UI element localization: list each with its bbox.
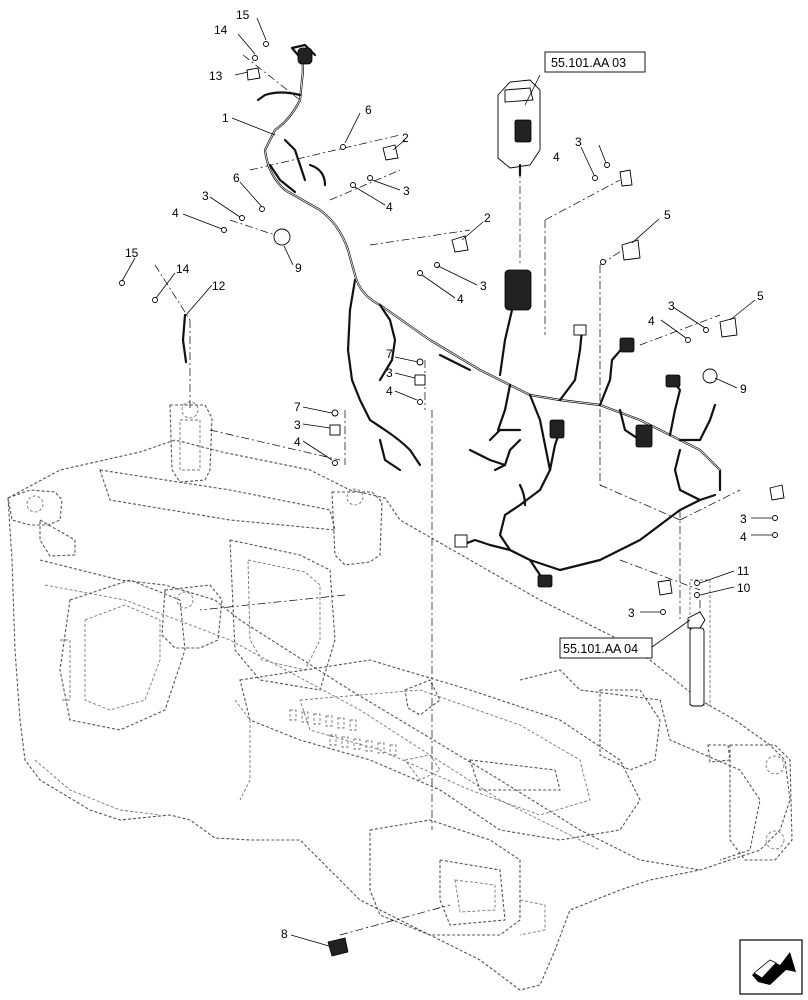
callout-10: 10 — [737, 581, 751, 595]
callout-3: 3 — [628, 606, 635, 620]
callout-13: 13 — [209, 69, 223, 83]
callout-8: 8 — [281, 927, 288, 941]
callout-14: 14 — [176, 262, 190, 276]
callout-15: 15 — [125, 246, 139, 260]
callout-3: 3 — [668, 299, 675, 313]
callout-3: 3 — [386, 366, 393, 380]
callout-5: 5 — [757, 289, 764, 303]
callout-4: 4 — [294, 435, 301, 449]
callout-2: 2 — [402, 131, 409, 145]
callout-4: 4 — [172, 206, 179, 220]
callout-4: 4 — [457, 292, 464, 306]
sensor-rod — [687, 611, 706, 707]
callouts: 15 14 13 1 6 2 3 4 6 3 4 9 2 3 4 15 14 1… — [125, 8, 764, 941]
callout-12: 12 — [212, 279, 226, 293]
view-direction-arrow-icon[interactable] — [739, 939, 803, 995]
wiring-harness[interactable] — [256, 43, 722, 588]
callout-4: 4 — [648, 314, 655, 328]
hardware-parts — [119, 41, 785, 957]
callout-3: 3 — [202, 189, 209, 203]
callout-1: 1 — [222, 111, 229, 125]
callout-7: 7 — [386, 347, 393, 361]
reference-box-upper[interactable]: 55.101.AA 03 — [544, 51, 646, 73]
callout-6: 6 — [365, 103, 372, 117]
assembly-lines — [154, 54, 741, 936]
machine-frame — [7, 401, 793, 991]
callout-6: 6 — [233, 171, 240, 185]
callout-3: 3 — [403, 184, 410, 198]
callout-3: 3 — [480, 279, 487, 293]
callout-9: 9 — [295, 261, 302, 275]
callout-15: 15 — [236, 8, 250, 22]
callout-4: 4 — [386, 384, 393, 398]
callout-2: 2 — [484, 211, 491, 225]
reference-label-upper: 55.101.AA 03 — [551, 56, 626, 70]
controller-module — [497, 79, 541, 177]
callout-7: 7 — [294, 400, 301, 414]
callout-3: 3 — [740, 512, 747, 526]
callout-14: 14 — [214, 23, 228, 37]
callout-9: 9 — [740, 382, 747, 396]
leader-lines — [121, 17, 772, 947]
callout-11: 11 — [737, 564, 750, 578]
callout-4: 4 — [553, 150, 560, 164]
callout-3: 3 — [575, 135, 582, 149]
reference-label-lower: 55.101.AA 04 — [563, 642, 638, 656]
callout-4: 4 — [386, 200, 393, 214]
callout-4: 4 — [740, 530, 747, 544]
callout-3: 3 — [294, 418, 301, 432]
reference-box-lower[interactable]: 55.101.AA 04 — [559, 637, 653, 659]
callout-5: 5 — [664, 208, 671, 222]
